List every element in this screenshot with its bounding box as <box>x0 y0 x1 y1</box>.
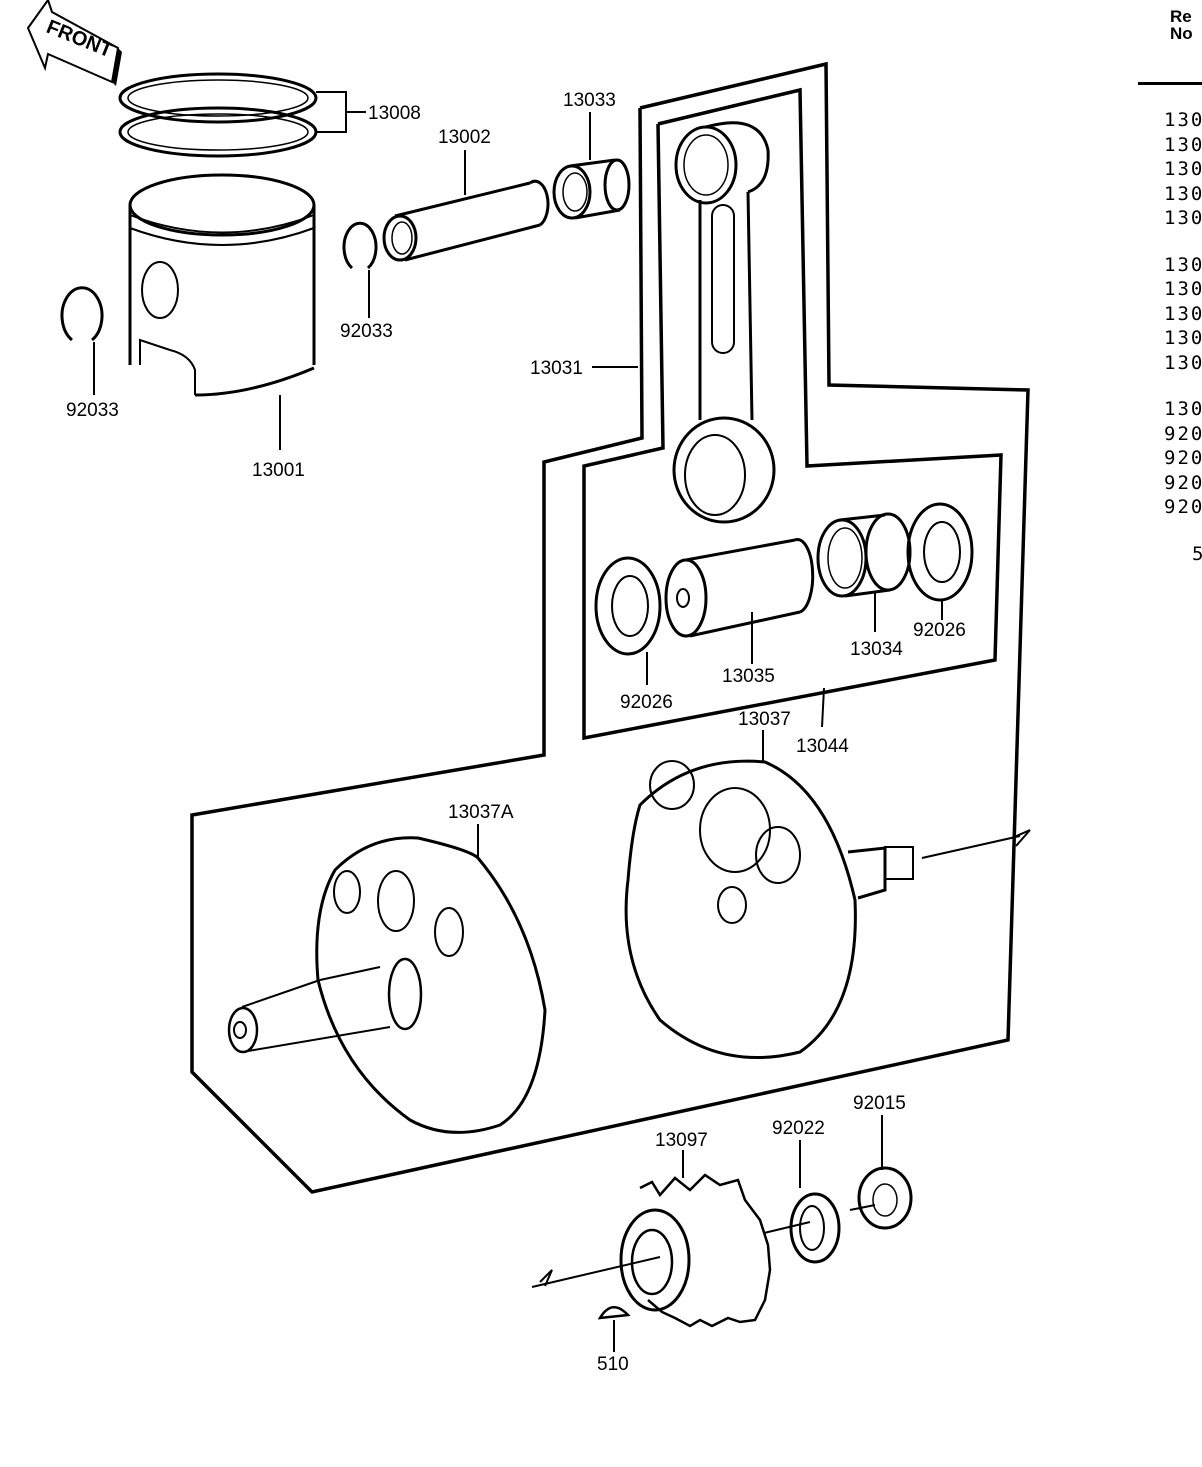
callout-510: 510 <box>597 1354 629 1375</box>
callout-92033-right: 92033 <box>340 321 393 342</box>
callout-13001: 13001 <box>252 460 305 481</box>
crank-pin-icon <box>664 538 815 638</box>
needle-bearing-small-icon <box>552 158 631 220</box>
callout-13044: 13044 <box>796 736 849 757</box>
ref-table-row: 130 <box>1164 253 1202 276</box>
callout-92015: 92015 <box>853 1093 906 1114</box>
primary-gear-icon <box>531 1173 772 1328</box>
callout-13033: 13033 <box>563 90 616 111</box>
ref-table-row: 5 <box>1192 542 1202 565</box>
crankshaft-right-half-icon <box>624 759 1031 1059</box>
connecting-rod-frame <box>582 87 1003 741</box>
ref-table-row: 920 <box>1164 471 1202 494</box>
ref-table-row: 920 <box>1164 496 1202 518</box>
circlip-left-icon <box>60 286 104 342</box>
callout-13037: 13037 <box>738 709 791 730</box>
ref-table-row: 130 <box>1164 302 1202 325</box>
ref-table-row: 920 <box>1164 422 1202 445</box>
ref-table-row: 130 <box>1164 278 1202 300</box>
ref-table-row: 130 <box>1164 398 1202 420</box>
crankshaft-left-half-icon <box>227 836 547 1134</box>
callout-13031: 13031 <box>530 358 583 379</box>
callout-92026-left: 92026 <box>620 692 673 713</box>
piston-pin-icon <box>382 179 550 262</box>
piston-icon <box>128 173 316 397</box>
ref-header-line1: Re <box>1170 7 1192 26</box>
ref-table-row: 130 <box>1164 207 1202 229</box>
needle-bearing-big-icon <box>816 512 912 598</box>
callout-13037A: 13037A <box>448 802 514 823</box>
ref-table-row: 130 <box>1164 351 1202 374</box>
callout-13008: 13008 <box>368 103 421 124</box>
callout-13035: 13035 <box>722 666 775 687</box>
front-arrow-icon: FRONT <box>26 0 122 86</box>
ref-header-line2: No <box>1170 24 1193 43</box>
piston-rings-icon <box>118 72 366 158</box>
callout-13034: 13034 <box>850 639 903 660</box>
thrust-washer-left-icon <box>594 556 662 656</box>
crankshaft-assy-frame <box>190 61 1030 1194</box>
ref-table-row: 130 <box>1164 109 1202 131</box>
ref-table-row: 130 <box>1164 158 1202 180</box>
callout-13097: 13097 <box>655 1130 708 1151</box>
callout-92022: 92022 <box>772 1118 825 1139</box>
callout-92026-right: 92026 <box>913 620 966 641</box>
ref-table-header: Re No <box>1170 8 1193 42</box>
callout-13002: 13002 <box>438 127 491 148</box>
ref-table-row: 130 <box>1164 182 1202 205</box>
lock-washer-icon <box>763 1192 841 1264</box>
callout-92033-left: 92033 <box>66 400 119 421</box>
connecting-rod-icon <box>672 121 776 524</box>
ref-table-row: 130 <box>1164 133 1202 156</box>
ref-table-row: 130 <box>1164 327 1202 349</box>
ref-table-rule <box>1138 82 1202 85</box>
circlip-right-icon <box>342 221 378 270</box>
thrust-washer-right-icon <box>906 502 974 602</box>
flange-nut-icon <box>849 1166 913 1230</box>
ref-table-row: 920 <box>1164 447 1202 469</box>
woodruff-key-icon <box>597 1306 631 1320</box>
